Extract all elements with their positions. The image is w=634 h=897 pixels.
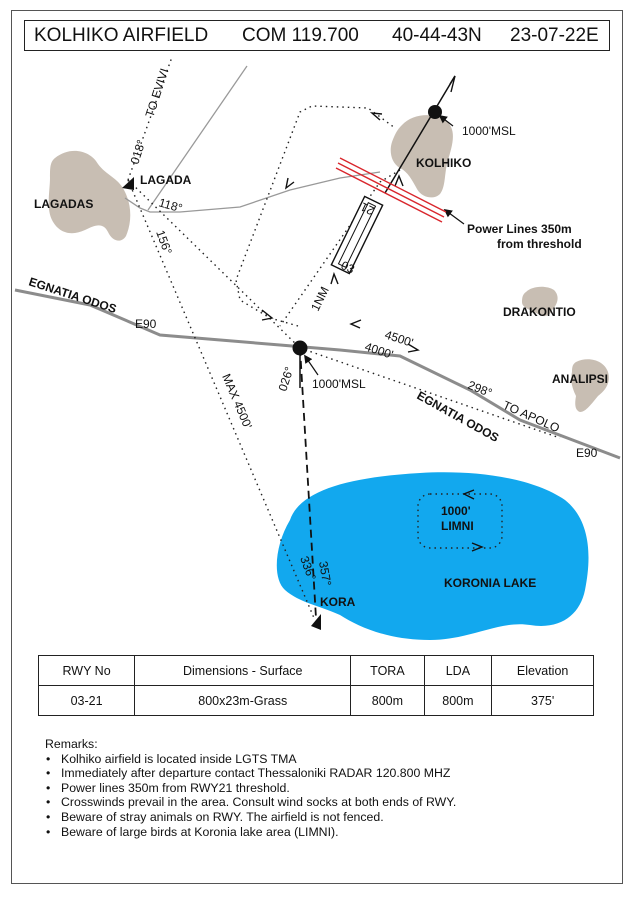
runway <box>330 195 384 275</box>
list-item: Power lines 350m from RWY21 threshold. <box>46 781 456 796</box>
cell-dimensions: 800x23m-Grass <box>134 685 352 716</box>
label-msl-north: 1000'MSL <box>462 124 516 138</box>
cell-lda: 800m <box>423 685 493 716</box>
power-lines <box>335 157 447 223</box>
power-lines-pointer <box>443 209 465 225</box>
limni-arrow-left <box>462 489 475 500</box>
town-analipsi <box>571 359 609 412</box>
label-runway-21: 21 <box>358 200 376 218</box>
label-runway-03: 03 <box>339 258 357 277</box>
col-lda: LDA <box>423 655 493 686</box>
label-bearing-156: 156° <box>153 228 175 256</box>
longitude: 23-07-22E <box>510 25 599 46</box>
label-power-lines-2: from threshold <box>497 237 582 251</box>
road-to-evivi <box>147 65 248 211</box>
chart-header: KOLHIKO AIRFIELD COM 119.700 40-44-43N 2… <box>24 20 610 51</box>
col-elevation: Elevation <box>491 655 594 686</box>
circuit-arrow-base <box>330 271 339 285</box>
airfield-name: KOLHIKO AIRFIELD <box>34 25 209 46</box>
label-limni: LIMNI <box>441 519 474 533</box>
page-frame <box>11 10 623 884</box>
list-item: Kolhiko airfield is located inside LGTS … <box>46 752 456 767</box>
cell-elevation: 375' <box>491 685 594 716</box>
circuit-pattern <box>235 105 401 327</box>
label-drakontio: DRAKONTIO <box>503 305 576 319</box>
arrow-4500-right <box>407 343 420 353</box>
latitude: 40-44-43N <box>392 25 482 46</box>
northern-approach-line <box>384 75 456 194</box>
label-power-lines-1: Power Lines 350m <box>467 222 572 236</box>
label-bearing-357: 357° <box>316 560 334 587</box>
label-kolhiko: KOLHIKO <box>416 156 471 170</box>
label-e90-east: E90 <box>576 446 598 460</box>
circuit-arrow-south <box>261 309 274 321</box>
runway-table: RWY No Dimensions - Surface TORA LDA Ele… <box>37 655 594 716</box>
remarks-title: Remarks: <box>45 737 98 751</box>
label-koronia-lake: KORONIA LAKE <box>444 576 536 590</box>
track-to-kora <box>299 347 317 619</box>
label-bearing-026: 026° <box>276 365 297 393</box>
local-road-north <box>124 171 381 213</box>
label-lagada: LAGADA <box>140 173 192 187</box>
list-item: Crosswinds prevail in the area. Consult … <box>46 795 456 810</box>
label-kora: KORA <box>320 595 356 609</box>
remarks-list: Kolhiko airfield is located inside LGTS … <box>45 752 456 840</box>
arrow-4000-left <box>349 319 362 329</box>
kora-reporting-point <box>311 614 321 630</box>
route-to-apolo <box>299 347 561 439</box>
col-tora: TORA <box>350 655 425 686</box>
reporting-point-north <box>428 105 442 119</box>
egnatia-odos-road <box>14 288 621 460</box>
limni-arrow-right <box>471 542 484 552</box>
label-bearing-118: 118° <box>157 195 184 215</box>
cell-rwy-no: 03-21 <box>37 685 136 716</box>
airfield-map: LAGADAS LAGADA KOLHIKO DRAKONTIO ANALIPS… <box>14 56 621 640</box>
runway-table-header: RWY No Dimensions - Surface TORA LDA Ele… <box>37 655 594 686</box>
label-distance-1nm: 1NM <box>308 284 332 313</box>
circuit-arrow-final <box>394 174 404 187</box>
town-kolhiko <box>390 115 453 198</box>
label-e90-west: E90 <box>135 317 157 331</box>
msl-north-pointer <box>438 114 454 127</box>
route-lagada-kora <box>127 179 315 619</box>
label-bearing-018: 018° <box>128 138 149 166</box>
label-analipsi: ANALIPSI <box>552 372 608 386</box>
reporting-point-south <box>292 340 308 356</box>
koronia-lake <box>276 472 589 640</box>
col-dimensions: Dimensions - Surface <box>134 655 352 686</box>
lagada-reporting-point <box>122 177 134 190</box>
label-lagadas: LAGADAS <box>34 197 93 211</box>
label-to-apolo: TO APOLO <box>501 398 562 435</box>
table-row: 03-21 800x23m-Grass 800m 800m 375' <box>37 685 594 716</box>
circuit-arrow-west <box>284 177 295 190</box>
limni-holding <box>417 493 503 549</box>
label-limni-alt: 1000' <box>441 504 471 518</box>
cell-tora: 800m <box>350 685 425 716</box>
label-max-altitude: MAX 4500' <box>219 372 255 431</box>
col-rwy-no: RWY No <box>37 655 136 686</box>
com-frequency: COM 119.700 <box>242 25 359 46</box>
remarks-section: Remarks: Kolhiko airfield is located ins… <box>45 737 456 839</box>
list-item: Beware of stray animals on RWY. The airf… <box>46 810 456 825</box>
label-to-evivi: TO EVIVI <box>143 67 172 119</box>
north-arrow <box>449 75 456 93</box>
list-item: Beware of large birds at Koronia lake ar… <box>46 825 456 840</box>
town-drakontio <box>522 286 558 317</box>
circuit-arrow-north <box>369 112 383 121</box>
town-lagadas <box>48 150 131 241</box>
msl-south-pointer <box>304 354 319 376</box>
list-item: Immediately after departure contact Thes… <box>46 766 456 781</box>
label-msl-south: 1000'MSL <box>312 377 366 391</box>
